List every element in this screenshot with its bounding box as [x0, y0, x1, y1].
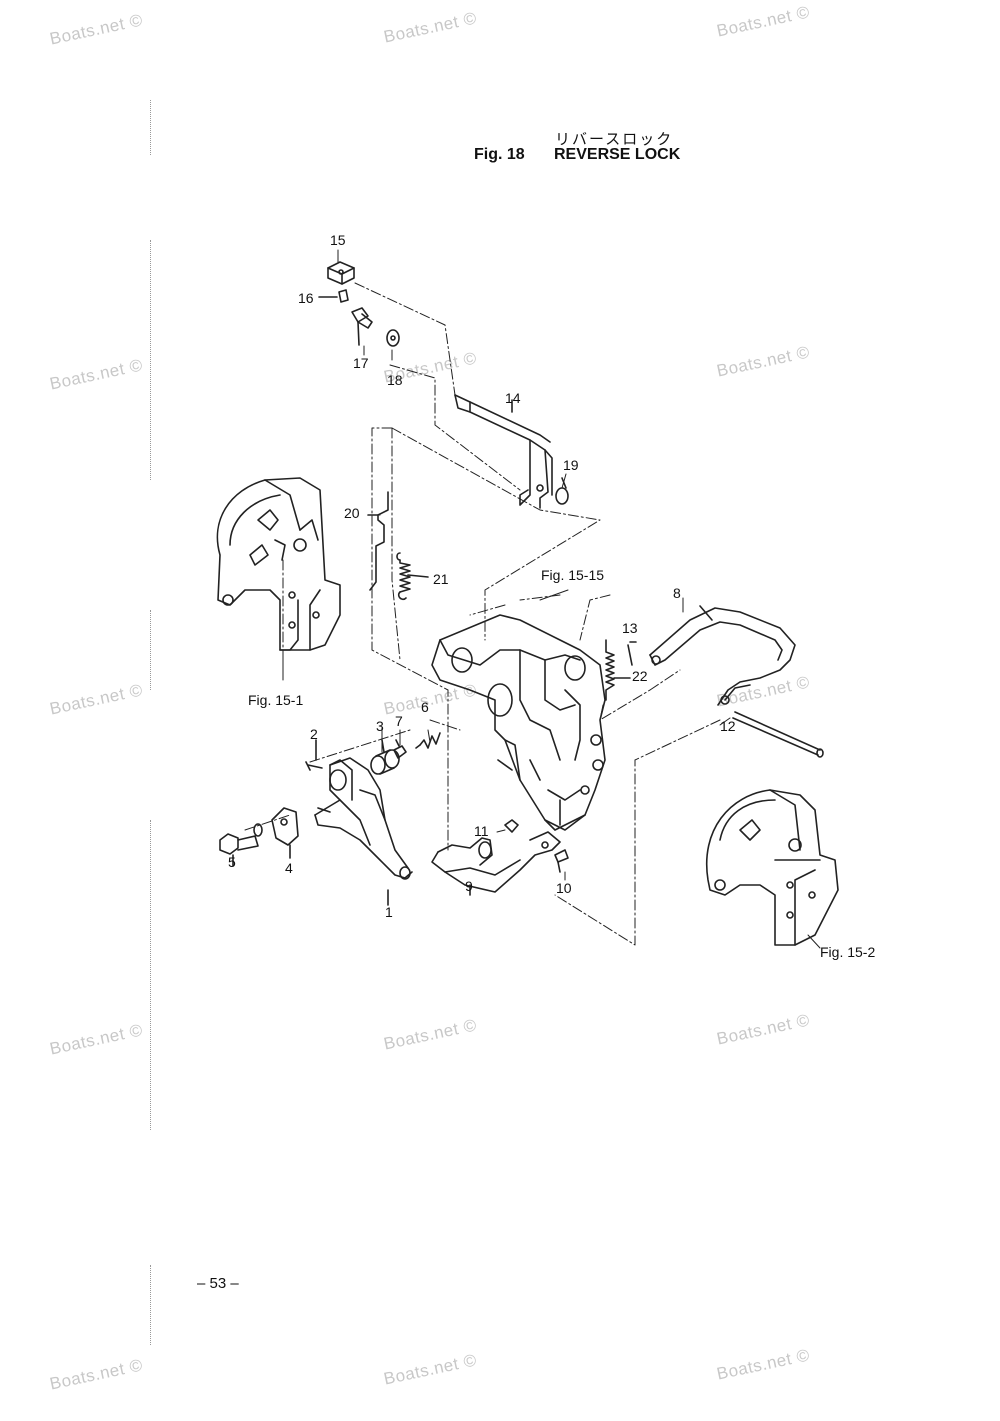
margin-dots-top: [150, 100, 155, 155]
part-1-lever: [314, 757, 413, 906]
callout-12: 12: [720, 718, 736, 734]
callout-3: 3: [376, 718, 384, 734]
part-19-washer: [555, 477, 569, 505]
part-10-screw: [554, 849, 569, 873]
reference-fig-15-15: Fig. 15-15: [541, 567, 605, 583]
margin-dots-bottom: [150, 820, 155, 1130]
part-3-collar: [370, 739, 400, 775]
title-japanese: リバースロック: [555, 130, 674, 148]
part-21-spring: [396, 552, 429, 601]
callout-13: 13: [622, 620, 638, 636]
figure-name: REVERSE LOCK: [554, 146, 681, 163]
part-20-rod: [367, 491, 389, 591]
callout-21: 21: [433, 571, 449, 587]
leader-lines: [282, 249, 821, 949]
callout-6: 6: [421, 699, 429, 715]
reference-fig-15-2: Fig. 15-2: [820, 944, 876, 960]
part-5-bolt: [219, 823, 263, 867]
swivel-case-fig-15-15: [431, 614, 606, 831]
assembly-lines: [244, 282, 721, 946]
callout-22: 22: [632, 668, 648, 684]
reference-fig-15-1: Fig. 15-1: [248, 692, 304, 708]
callout-10: 10: [556, 880, 572, 896]
part-14-lock-arm: [454, 394, 553, 509]
callout-9: 9: [465, 878, 473, 894]
margin-dots-lower: [150, 610, 155, 690]
part-11-nut: [504, 819, 519, 833]
part-9-lock-lever: [431, 831, 561, 896]
part-15-plate: [327, 261, 355, 285]
callout-14: 14: [505, 390, 521, 406]
part-7-nut: [393, 739, 407, 759]
callout-5: 5: [228, 854, 236, 870]
page-title: Fig. 18 REVERSE LOCK: [474, 146, 680, 164]
page-number: – 53 –: [197, 1275, 239, 1292]
part-18-washer: [386, 329, 400, 347]
margin-dots-foot: [150, 1265, 155, 1345]
callout-18: 18: [387, 372, 403, 388]
bracket-fig-15-1: [216, 477, 341, 651]
part-2-pin: [305, 739, 323, 771]
part-4-plate: [271, 807, 299, 859]
callout-15: 15: [330, 232, 346, 248]
callout-4: 4: [285, 860, 293, 876]
part-17-bolt: [351, 307, 373, 346]
margin-dots-mid: [150, 240, 155, 480]
callout-17: 17: [353, 355, 369, 371]
callout-11: 11: [474, 823, 489, 839]
callout-16: 16: [298, 290, 314, 306]
callout-19: 19: [563, 457, 579, 473]
part-6-spring: [415, 732, 441, 749]
callout-7: 7: [395, 713, 403, 729]
part-16-clip: [318, 289, 349, 303]
callout-20: 20: [344, 505, 360, 521]
part-13-pin: [627, 641, 637, 666]
callout-2: 2: [310, 726, 318, 742]
callout-8: 8: [673, 585, 681, 601]
part-8-handle: [649, 605, 796, 706]
callout-1: 1: [385, 904, 393, 920]
bracket-fig-15-2: [705, 789, 839, 946]
part-12-shaft: [732, 711, 824, 758]
figure-number: Fig. 18: [474, 146, 525, 163]
part-22-spring: [605, 639, 631, 701]
